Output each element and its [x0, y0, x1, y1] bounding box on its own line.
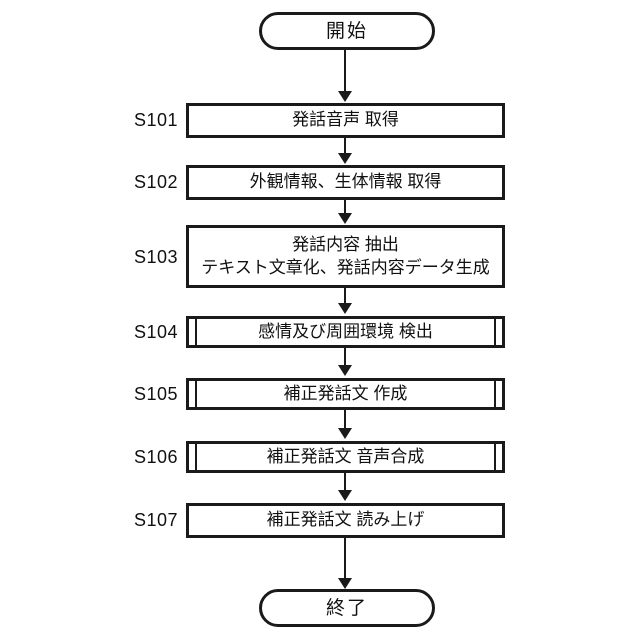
node-s103-label: 発話内容 抽出 テキスト文章化、発話内容データ生成 [201, 234, 490, 277]
node-s107-label: 補正発話文 読み上げ [266, 510, 425, 530]
connector-s104-to-s105 [344, 348, 346, 366]
node-start: 開始 [259, 12, 435, 50]
arrowhead-s106-to-s107 [338, 490, 352, 501]
connector-s106-to-s107 [344, 473, 346, 491]
step-label-s103: S103 [133, 247, 178, 267]
step-label-s107: S107 [133, 510, 178, 530]
node-s104: 感情及び周囲環境 検出 [186, 316, 505, 348]
node-end: 終了 [259, 589, 435, 627]
node-s106-label: 補正発話文 音声合成 [266, 446, 425, 466]
arrowhead-s102-to-s103 [338, 213, 352, 224]
arrowhead-s105-to-s106 [338, 428, 352, 439]
connector-s107-to-end [344, 538, 346, 580]
arrowhead-start-to-s101 [338, 91, 352, 102]
arrowhead-s101-to-s102 [338, 153, 352, 164]
node-end-label: 終了 [325, 597, 368, 619]
step-label-s101: S101 [133, 110, 178, 130]
node-s104-label: 感情及び周囲環境 検出 [258, 321, 433, 341]
step-label-s105: S105 [133, 384, 178, 404]
connector-s102-to-s103 [344, 200, 346, 214]
step-label-s106: S106 [133, 447, 178, 467]
arrowhead-s107-to-end [338, 578, 352, 589]
node-s105: 補正発話文 作成 [186, 378, 505, 410]
connector-s101-to-s102 [344, 138, 346, 154]
connector-s103-to-s104 [344, 288, 346, 304]
node-s101: 発話音声 取得 [186, 103, 505, 138]
node-s107: 補正発話文 読み上げ [186, 503, 505, 538]
connector-s105-to-s106 [344, 410, 346, 428]
node-s105-label: 補正発話文 作成 [283, 383, 408, 403]
node-s103: 発話内容 抽出 テキスト文章化、発話内容データ生成 [186, 225, 505, 288]
node-s106: 補正発話文 音声合成 [186, 441, 505, 473]
node-s102: 外観情報、生体情報 取得 [186, 165, 505, 200]
connector-start-to-s101 [344, 50, 346, 92]
node-start-label: 開始 [325, 20, 368, 42]
arrowhead-s104-to-s105 [338, 365, 352, 376]
step-label-s104: S104 [133, 322, 178, 342]
node-s102-label: 外観情報、生体情報 取得 [249, 172, 442, 192]
arrowhead-s103-to-s104 [338, 303, 352, 314]
step-label-s102: S102 [133, 172, 178, 192]
node-s101-label: 発話音声 取得 [292, 110, 399, 130]
